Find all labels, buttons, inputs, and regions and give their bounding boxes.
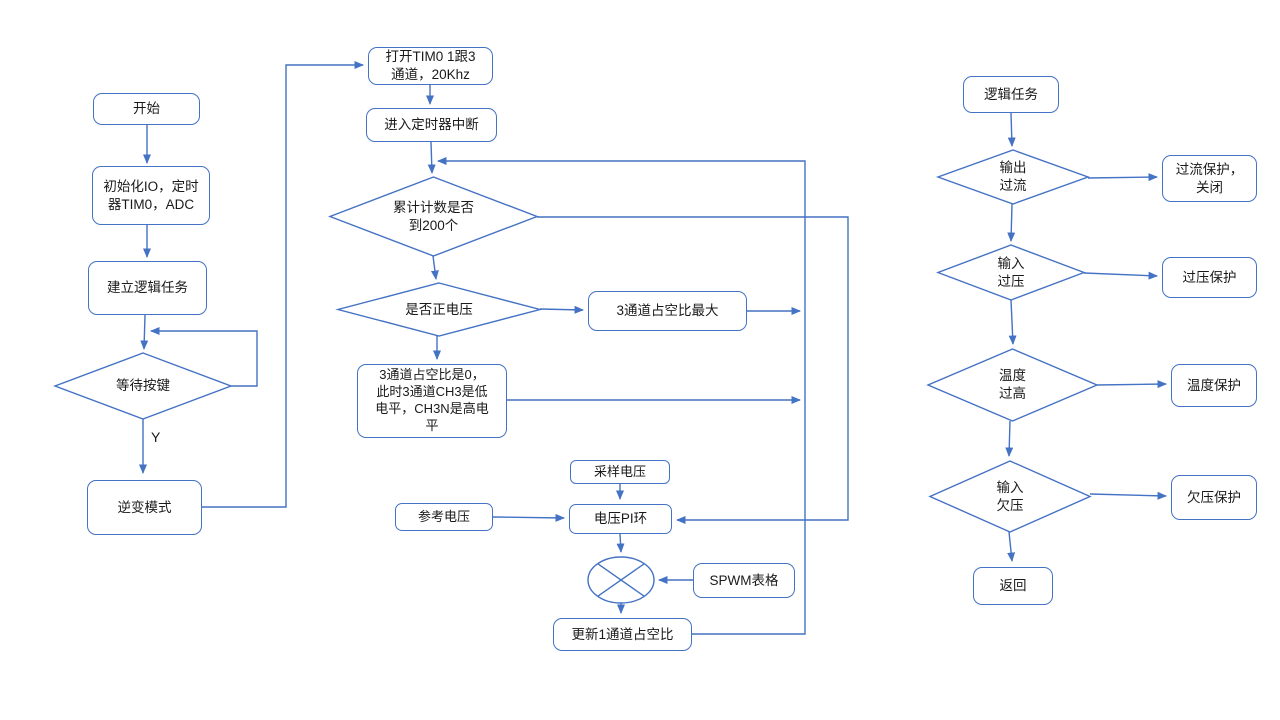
node-input-undervoltage: 输入 欠压	[930, 461, 1090, 532]
edge-inuv-return	[1007, 531, 1016, 562]
node-update-duty-label: 更新1通道占空比	[571, 626, 674, 642]
node-logic-task-label: 逻辑任务	[984, 86, 1038, 102]
node-output-overcurrent-label: 输出 过流	[999, 160, 1027, 193]
node-start-label: 开始	[133, 101, 160, 117]
node-timer-isr: 进入定时器中断	[366, 108, 497, 142]
node-temp-high-label: 温度 过高	[999, 368, 1026, 401]
node-ch3-max-label: 3通道占空比最大	[616, 303, 719, 319]
node-return: 返回	[973, 567, 1053, 605]
node-overcurrent-protect-label: 过流保护， 关闭	[1175, 161, 1244, 195]
edge-buildtask-waitkey	[140, 314, 149, 350]
node-return-label: 返回	[999, 578, 1027, 594]
node-wait-key: 等待按键	[55, 353, 231, 419]
node-ch3-max: 3通道占空比最大	[588, 291, 747, 331]
node-input-overvoltage-label: 输入 过压	[997, 255, 1025, 289]
node-open-tim-label: 打开TIM0 1跟3 通道，20Khz	[385, 49, 476, 82]
diamond-shape	[930, 461, 1090, 532]
node-undervoltage-protect-label: 欠压保护	[1187, 489, 1241, 505]
edge-refv-piloop	[492, 513, 565, 522]
node-input-overvoltage: 输入 过压	[938, 245, 1084, 300]
node-ch3-zero-label: 3通道占空比是0， 此时3通道CH3是低 电平，CH3N是高电 平	[375, 367, 489, 433]
edge-feedback-collector	[437, 157, 806, 635]
edge-waitkey-loop	[150, 327, 258, 387]
edge-logictask-outoc	[1007, 112, 1016, 147]
node-update-duty: 更新1通道占空比	[553, 618, 692, 651]
node-pi-loop: 电压PI环	[569, 504, 672, 534]
edge-outoc-ocprotect	[1087, 173, 1158, 182]
node-build-task-label: 建立逻辑任务	[107, 280, 188, 296]
node-open-tim: 打开TIM0 1跟3 通道，20Khz	[368, 47, 493, 85]
edge-temphigh-tempprotect	[1096, 380, 1167, 389]
node-temp-protect: 温度保护	[1171, 364, 1257, 407]
edge-inov-temphigh	[1008, 299, 1017, 345]
diamond-shape	[938, 150, 1088, 204]
node-temp-high: 温度 过高	[928, 349, 1097, 421]
edge-outoc-inov	[1007, 203, 1016, 242]
edge-inov-ovprotect	[1083, 271, 1158, 280]
node-pos-voltage: 是否正电压	[338, 283, 540, 336]
node-build-task: 建立逻辑任务	[88, 261, 207, 315]
node-init: 初始化IO，定时 器TIM0，ADC	[92, 166, 210, 225]
node-pi-loop-label: 电压PI环	[593, 511, 648, 527]
node-undervoltage-protect: 欠压保护	[1171, 475, 1257, 520]
node-inverter-mode-label: 逆变模式	[117, 499, 172, 515]
branch-label-yes: Y	[151, 429, 161, 445]
node-overvoltage-protect-label: 过压保护	[1182, 269, 1237, 285]
node-wait-key-label: 等待按键	[116, 378, 170, 394]
node-sample-voltage: 采样电压	[570, 460, 670, 484]
node-temp-protect-label: 温度保护	[1187, 377, 1241, 393]
node-spwm-table: SPWM表格	[693, 563, 795, 598]
diamond-shape	[55, 353, 231, 419]
node-overcurrent-protect: 过流保护， 关闭	[1162, 155, 1257, 202]
edge-posvoltage-ch3max	[539, 305, 584, 314]
node-pos-voltage-label: 是否正电压	[405, 301, 473, 317]
node-count-check: 累计计数是否 到200个	[330, 177, 537, 256]
edge-count-piloop	[537, 216, 849, 524]
node-timer-isr-label: 进入定时器中断	[384, 117, 479, 133]
edge-temphigh-inuv	[1005, 420, 1014, 457]
diamond-shape	[338, 283, 540, 336]
edge-inuv-uvprotect	[1089, 491, 1167, 500]
edge-timerisr-count	[427, 141, 436, 174]
multiplier-node	[587, 556, 655, 604]
node-inverter-mode: 逆变模式	[87, 480, 202, 535]
node-start: 开始	[93, 93, 200, 125]
node-init-label: 初始化IO，定时 器TIM0，ADC	[103, 178, 199, 212]
node-sample-voltage-label: 采样电压	[593, 463, 646, 479]
edge-count-posvoltage	[430, 255, 439, 280]
edge-inverter-opentim	[202, 61, 364, 508]
edge-piloop-multiplier	[616, 533, 625, 553]
node-spwm-table-label: SPWM表格	[709, 572, 779, 588]
node-ref-voltage-label: 参考电压	[417, 508, 470, 524]
diamond-shape	[938, 245, 1084, 300]
node-ref-voltage: 参考电压	[395, 503, 493, 531]
node-output-overcurrent: 输出 过流	[938, 150, 1088, 204]
node-ch3-zero: 3通道占空比是0， 此时3通道CH3是低 电平，CH3N是高电 平	[357, 364, 507, 438]
node-overvoltage-protect: 过压保护	[1162, 257, 1257, 298]
node-logic-task: 逻辑任务	[963, 76, 1059, 113]
diamond-shape	[928, 349, 1097, 421]
node-input-undervoltage-label: 输入 欠压	[996, 479, 1024, 513]
diamond-shape	[330, 177, 537, 256]
node-count-check-label: 累计计数是否 到200个	[393, 199, 474, 233]
